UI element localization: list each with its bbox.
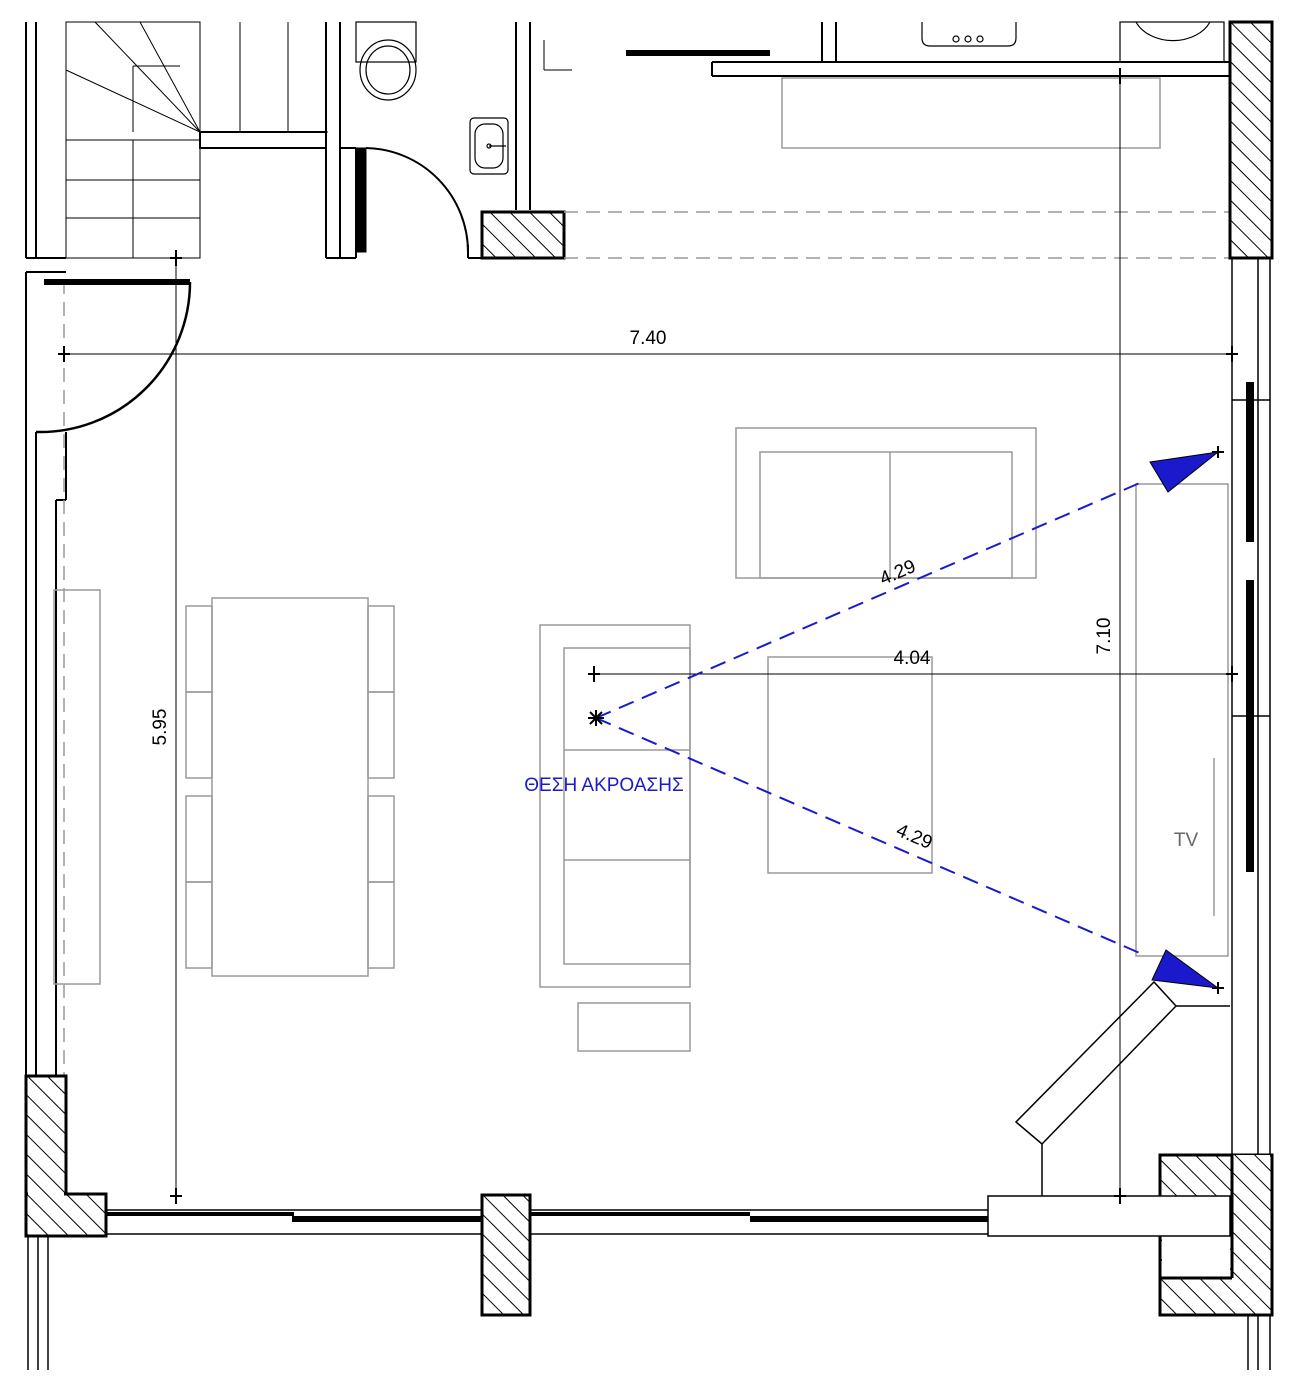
ottoman	[577, 1002, 691, 1052]
loveseat	[735, 427, 1037, 579]
beam-lines	[564, 211, 1230, 259]
bottom-wall	[106, 1209, 988, 1235]
corner-block	[987, 1005, 1231, 1237]
right-window-panes	[1246, 382, 1254, 872]
sideboard	[53, 589, 101, 985]
speaker-lines	[595, 481, 1143, 955]
listening-position-label: ΘΕΣΗ ΑΚΡΟΑΣΗΣ	[524, 775, 684, 796]
left-wall-bottom-frame	[27, 1236, 49, 1370]
kitchen-counter	[781, 77, 1161, 149]
column-bottom	[480, 1193, 532, 1317]
dimension-ticks	[58, 68, 1238, 1204]
dining-table	[185, 597, 395, 977]
appliance-icon	[1119, 21, 1225, 63]
speaker-arrow-bottom	[1151, 949, 1220, 989]
dim-listener-to-wall: 4.04	[894, 648, 931, 669]
sliding-door-top	[626, 50, 770, 56]
toilet-icon	[355, 21, 417, 101]
right-wall-upper	[1228, 20, 1274, 260]
speaker-arrow-top	[1149, 451, 1220, 493]
dim-left-height: 5.95	[150, 709, 171, 746]
upper-walls	[25, 22, 1230, 273]
tv-label: TV	[1174, 830, 1199, 851]
dim-top-width: 7.40	[630, 328, 667, 349]
dimension-lines	[64, 76, 1232, 1196]
bathroom-door	[355, 147, 469, 253]
listening-position-marker	[588, 710, 604, 726]
kitchen-sink-icon	[921, 22, 1017, 47]
dim-speaker-top: 4.29	[877, 556, 919, 590]
tv-unit	[1135, 483, 1229, 957]
coffee-table	[767, 656, 933, 874]
washbasin-icon	[469, 117, 509, 175]
left-wall	[25, 272, 67, 1076]
column-top	[480, 210, 566, 260]
right-wall-bottom-frame	[1247, 1315, 1271, 1370]
angled-fireplace	[1014, 980, 1178, 1146]
dim-right-height: 7.10	[1094, 618, 1115, 655]
bottom-sliding-doors	[106, 1212, 988, 1222]
entrance-door	[35, 279, 192, 434]
sofa-main	[539, 624, 691, 988]
